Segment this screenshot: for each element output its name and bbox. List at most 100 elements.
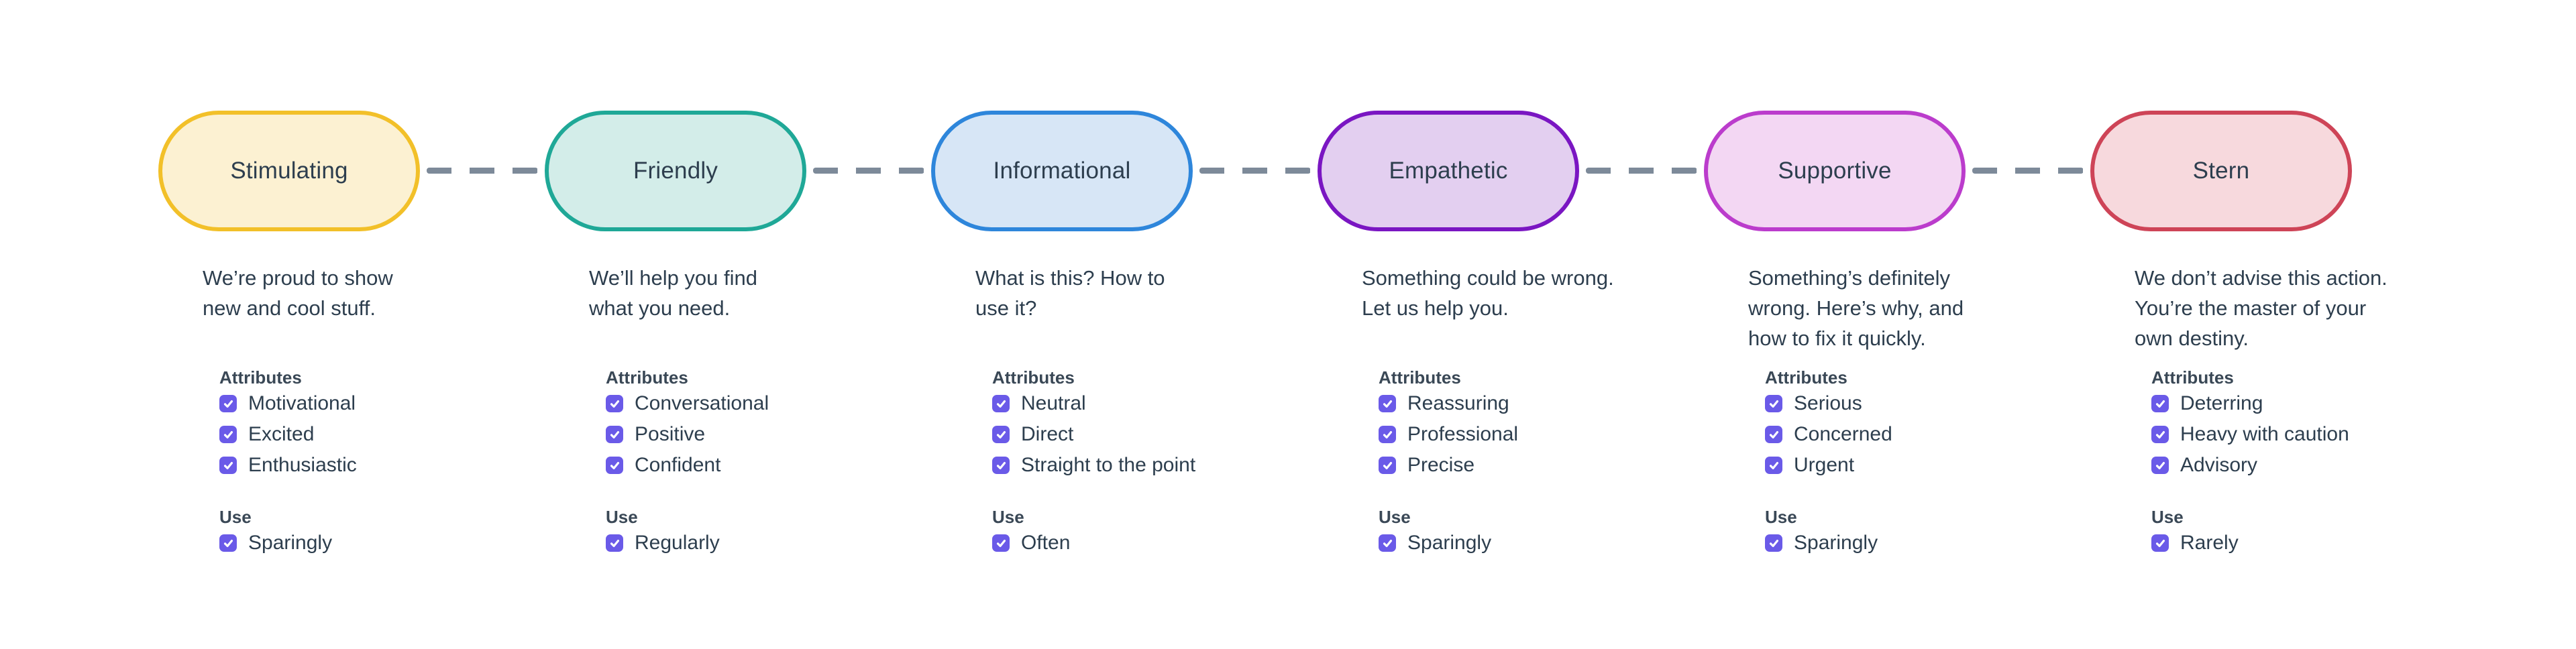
attribute-row: Positive: [606, 419, 869, 450]
checkmark-icon: [996, 539, 1006, 547]
attribute-label: Confident: [635, 454, 721, 476]
tone-description-line: wrong. Here’s why, and: [1748, 296, 1964, 320]
attribute-label: Neutral: [1021, 392, 1086, 414]
use-label: Sparingly: [1407, 532, 1492, 554]
attribute-checkbox[interactable]: [1765, 457, 1782, 474]
attribute-row: Deterring: [2151, 388, 2414, 419]
connector-dashed-line: [813, 168, 924, 174]
tone-pill-supportive: Supportive: [1704, 111, 1966, 231]
tone-description: Something could be wrong. Let us help yo…: [1362, 263, 1628, 367]
use-heading: Use: [1379, 507, 1411, 527]
tone-pill-stimulating: Stimulating: [158, 111, 420, 231]
attribute-label: Urgent: [1794, 454, 1855, 476]
tone-column-empathetic: Empathetic Something could be wrong. Let…: [1255, 0, 1642, 558]
use-checkbox[interactable]: [992, 534, 1010, 552]
tone-pill-empathetic: Empathetic: [1318, 111, 1579, 231]
attribute-checkbox[interactable]: [219, 457, 237, 474]
attribute-checkbox[interactable]: [606, 426, 623, 443]
attribute-checkbox[interactable]: [2151, 426, 2169, 443]
checkmark-icon: [610, 400, 619, 408]
use-label: Sparingly: [248, 532, 333, 554]
attribute-checkbox[interactable]: [992, 426, 1010, 443]
tone-columns: Stimulating We’re proud to show new and …: [158, 0, 2414, 558]
use-checkbox[interactable]: [219, 534, 237, 552]
attribute-label: Heavy with caution: [2180, 423, 2349, 445]
attribute-row: Straight to the point: [992, 450, 1255, 481]
attributes-heading: Attributes: [219, 367, 302, 388]
attribute-checkbox[interactable]: [606, 457, 623, 474]
tone-description-line: use it?: [975, 296, 1037, 320]
attribute-checkbox[interactable]: [2151, 395, 2169, 412]
checkmark-icon: [2155, 461, 2165, 469]
attribute-label: Enthusiastic: [248, 454, 357, 476]
attribute-checkbox[interactable]: [1765, 395, 1782, 412]
tone-description: We’ll help you find what you need.: [589, 263, 855, 367]
attribute-row: Serious: [1765, 388, 2028, 419]
attribute-row: Enthusiastic: [219, 450, 482, 481]
tone-description: What is this? How to use it?: [975, 263, 1242, 367]
checkmark-icon: [996, 400, 1006, 408]
attribute-label: Serious: [1794, 392, 1862, 414]
checkmark-icon: [223, 430, 233, 438]
tone-description-line: new and cool stuff.: [203, 296, 376, 320]
tone-pill-label: Supportive: [1778, 158, 1892, 184]
attribute-label: Reassuring: [1407, 392, 1509, 414]
use-checkbox[interactable]: [2151, 534, 2169, 552]
use-heading: Use: [992, 507, 1024, 527]
attribute-checkbox[interactable]: [219, 395, 237, 412]
attribute-checkbox[interactable]: [219, 426, 237, 443]
checkmark-icon: [1769, 430, 1778, 438]
tone-column-informational: Informational What is this? How to use i…: [869, 0, 1255, 558]
attribute-label: Conversational: [635, 392, 769, 414]
attribute-checkbox[interactable]: [2151, 457, 2169, 474]
tone-description-line: Let us help you.: [1362, 296, 1509, 320]
attribute-checkbox[interactable]: [1379, 457, 1396, 474]
tone-description-line: Something’s definitely: [1748, 266, 1950, 290]
attribute-checkbox[interactable]: [992, 395, 1010, 412]
tone-description-line: What is this? How to: [975, 266, 1165, 290]
checkmark-icon: [610, 539, 619, 547]
use-heading: Use: [2151, 507, 2184, 527]
checkmark-icon: [996, 430, 1006, 438]
use-row: Sparingly: [219, 528, 482, 558]
checkmark-icon: [2155, 400, 2165, 408]
attribute-row: Professional: [1379, 419, 1642, 450]
use-checkbox[interactable]: [1765, 534, 1782, 552]
use-heading: Use: [219, 507, 252, 527]
attribute-checkbox[interactable]: [992, 457, 1010, 474]
attribute-label: Deterring: [2180, 392, 2263, 414]
attribute-row: Advisory: [2151, 450, 2414, 481]
attribute-label: Advisory: [2180, 454, 2258, 476]
use-heading: Use: [606, 507, 638, 527]
attribute-row: Urgent: [1765, 450, 2028, 481]
use-checkbox[interactable]: [1379, 534, 1396, 552]
tone-description-line: We’ll help you find: [589, 266, 758, 290]
attribute-checkbox[interactable]: [606, 395, 623, 412]
attributes-heading: Attributes: [1379, 367, 1461, 388]
tone-pill-label: Stern: [2192, 158, 2250, 184]
attribute-row: Neutral: [992, 388, 1255, 419]
attribute-checkbox[interactable]: [1379, 426, 1396, 443]
attribute-label: Concerned: [1794, 423, 1892, 445]
tone-pill-informational: Informational: [931, 111, 1193, 231]
attribute-checkbox[interactable]: [1379, 395, 1396, 412]
attribute-row: Precise: [1379, 450, 1642, 481]
attributes-heading: Attributes: [1765, 367, 1847, 388]
attribute-row: Direct: [992, 419, 1255, 450]
tone-description-line: Something could be wrong.: [1362, 266, 1614, 290]
tone-pill-label: Informational: [993, 158, 1131, 184]
attribute-row: Motivational: [219, 388, 482, 419]
attributes-heading: Attributes: [992, 367, 1075, 388]
checkmark-icon: [1383, 461, 1392, 469]
tone-description: We don’t advise this action. You’re the …: [2135, 263, 2401, 367]
attribute-row: Concerned: [1765, 419, 2028, 450]
attribute-checkbox[interactable]: [1765, 426, 1782, 443]
checkmark-icon: [1383, 430, 1392, 438]
checkmark-icon: [610, 461, 619, 469]
use-label: Sparingly: [1794, 532, 1878, 554]
attribute-label: Positive: [635, 423, 706, 445]
tone-description: We’re proud to show new and cool stuff.: [203, 263, 469, 367]
attribute-label: Straight to the point: [1021, 454, 1196, 476]
use-checkbox[interactable]: [606, 534, 623, 552]
tone-description: Something’s definitely wrong. Here’s why…: [1748, 263, 2015, 367]
